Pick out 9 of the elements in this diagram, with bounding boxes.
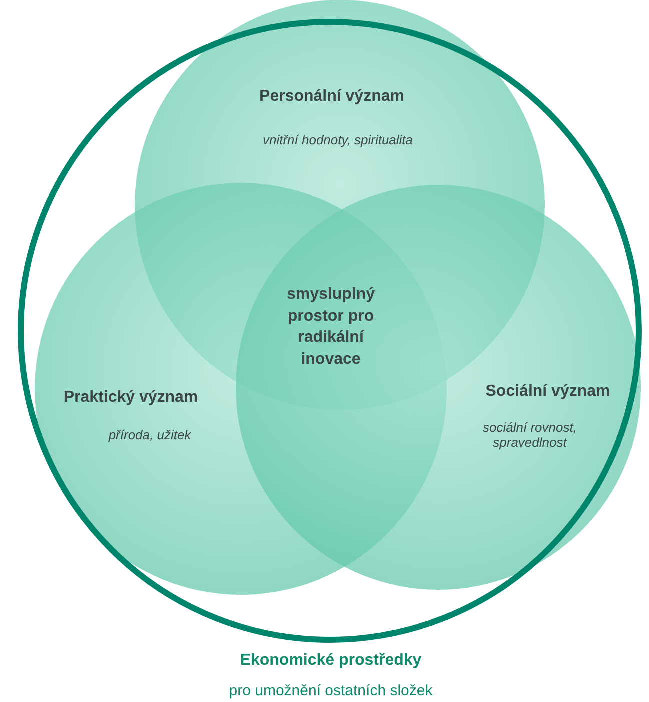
circle-heading: Praktický význam — [64, 389, 198, 407]
circle-heading: Sociální význam — [486, 383, 610, 401]
circle-description: vnitřní hodnoty, spiritualita — [262, 132, 414, 148]
intersection-label: smysluplný prostor pro radikální inovace — [286, 284, 376, 370]
circle-description: příroda, užitek — [108, 428, 192, 442]
footer-heading: Ekonomické prostředky — [240, 652, 422, 670]
circle-description: sociální rovnost, spravedlnost — [482, 420, 578, 450]
footer-subtitle: pro umožnění ostatních složek — [229, 682, 433, 700]
circle-heading: Personální význam — [260, 88, 404, 106]
